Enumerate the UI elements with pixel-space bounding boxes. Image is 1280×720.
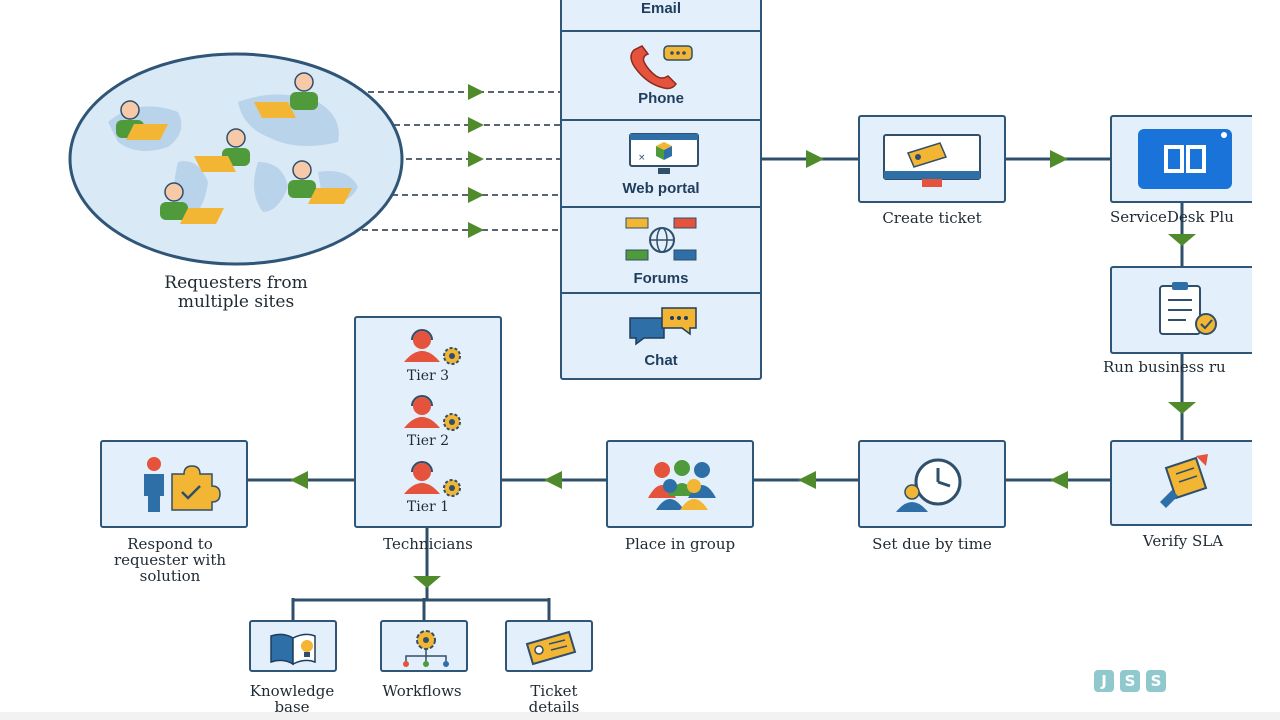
channel-phone-label: Phone [638, 90, 684, 107]
technicians-label: Technicians [383, 535, 473, 553]
technician-tier1-icon [400, 460, 466, 505]
channel-chat-label: Chat [644, 352, 678, 369]
requesters-caption-line2: multiple sites [177, 292, 295, 312]
workflows-box [380, 620, 468, 672]
workflows-label: Workflows [382, 682, 462, 700]
technician-tier3-icon [400, 328, 466, 373]
verify-sla-icon [1156, 452, 1216, 517]
tier-3-label: Tier 3 [406, 368, 450, 384]
channel-forums-label: Forums [633, 270, 689, 287]
ticket-details-label-line2: details [528, 698, 580, 716]
arrow-head [468, 222, 484, 238]
forums-icon [624, 216, 700, 269]
run-rules-box [1110, 266, 1256, 354]
ticket-details-label: Ticket details [482, 683, 626, 715]
set-due-box [858, 440, 1006, 528]
web-portal-icon: × [628, 132, 700, 181]
place-group-label: Place in group [624, 535, 736, 553]
bottom-edge-strip [0, 712, 1280, 720]
arrow-head [468, 187, 484, 203]
tier-2-label: Tier 2 [406, 433, 450, 449]
monitor-ticket-icon [882, 133, 982, 196]
respond-box [100, 440, 248, 528]
servicedesk-logo-icon [1138, 129, 1232, 189]
divider [562, 292, 760, 294]
right-edge-mask [1252, 0, 1280, 720]
requester-person-icon [194, 128, 250, 172]
chat-icon [628, 306, 700, 351]
place-group-box [606, 440, 754, 528]
requester-person-icon [288, 160, 352, 204]
knowledge-base-label-line1: Knowledge [249, 682, 335, 700]
watermark-letter: S [1120, 670, 1140, 692]
respond-label: Respond to requester with solution [80, 536, 260, 584]
requester-person-icon [160, 182, 224, 224]
knowledge-base-box [249, 620, 337, 672]
requester-person-icon [116, 100, 168, 140]
knowledge-base-label: Knowledge base [220, 683, 364, 715]
phone-icon [626, 42, 698, 93]
ticket-details-box [505, 620, 593, 672]
requesters-globe [68, 52, 404, 266]
person-puzzle-icon [132, 454, 222, 519]
svg-text:×: × [638, 153, 646, 163]
knowledge-base-icon [269, 630, 321, 671]
arrow-head [468, 117, 484, 133]
arrow-head [468, 84, 484, 100]
create-ticket-label: Create ticket [882, 209, 982, 227]
ticket-details-icon [523, 630, 579, 671]
technicians-box: Tier 3 Tier 2 Tier 1 [354, 316, 502, 528]
workflows-icon [400, 628, 452, 673]
knowledge-base-label-line2: base [274, 698, 310, 716]
channel-email-label: Email [640, 0, 682, 17]
watermark-letter: S [1146, 670, 1166, 692]
divider [562, 206, 760, 208]
ticket-details-label-line1: Ticket [530, 682, 578, 700]
channels-panel: Email Phone × Web portal [560, 0, 762, 380]
divider [562, 119, 760, 121]
jss-watermark-logo: J S S [1094, 670, 1170, 694]
respond-label-line1: Respond to [127, 535, 213, 553]
requesters-caption-line1: Requesters from [164, 273, 308, 293]
requesters-caption: Requesters from multiple sites [136, 274, 336, 312]
verify-sla-box [1110, 440, 1256, 526]
channel-web-portal-label: Web portal [622, 180, 700, 197]
divider [562, 30, 760, 32]
requester-person-icon [254, 72, 318, 118]
set-due-label: Set due by time [872, 535, 992, 553]
clock-person-icon [890, 456, 974, 521]
verify-sla-label: Verify SLA [1142, 532, 1224, 550]
servicedesk-label: ServiceDesk Plu [1110, 208, 1234, 226]
checklist-icon [1156, 280, 1222, 343]
arrow-head [468, 151, 484, 167]
tier-1-label: Tier 1 [406, 499, 450, 515]
servicedesk-box [1110, 115, 1256, 203]
technician-tier2-icon [400, 394, 466, 439]
create-ticket-box [858, 115, 1006, 203]
respond-label-line2: requester with [113, 551, 227, 569]
group-icon [642, 458, 722, 515]
respond-label-line3: solution [139, 567, 201, 585]
run-rules-label: Run business ru [1103, 358, 1226, 376]
watermark-letter: J [1094, 670, 1114, 692]
